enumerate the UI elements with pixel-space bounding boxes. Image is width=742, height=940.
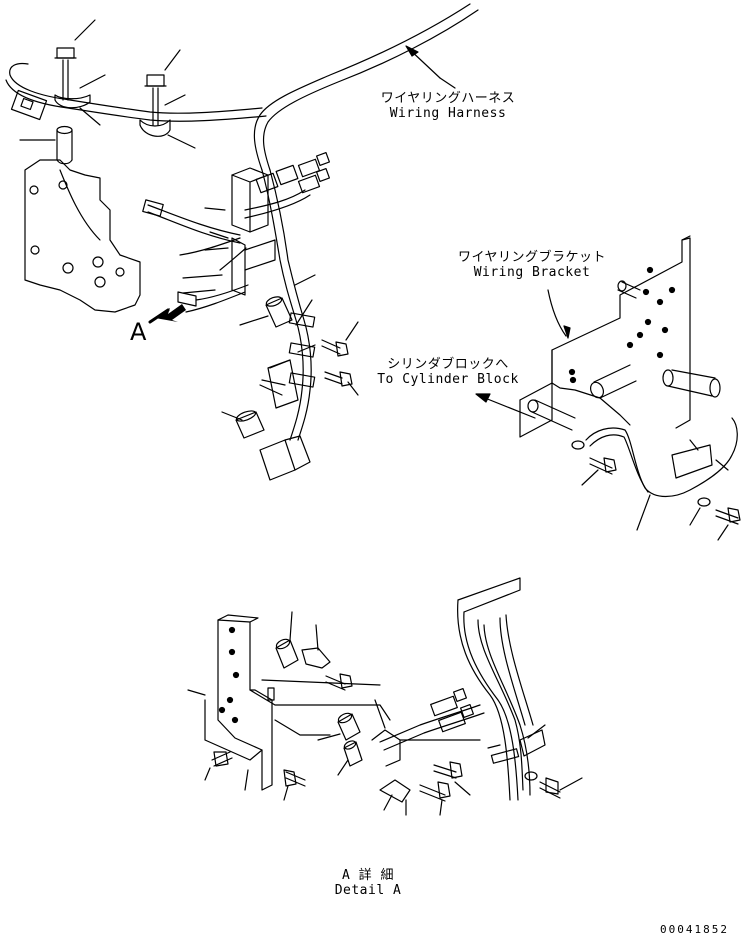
detail-a-bolts bbox=[204, 673, 583, 816]
callout-wiring-harness bbox=[405, 45, 456, 89]
harness-lower-route bbox=[259, 169, 316, 481]
bolt-right-b bbox=[636, 494, 741, 541]
clamp-bolt-middle bbox=[139, 49, 196, 149]
detail-a-leader-lines bbox=[249, 679, 481, 741]
wiring-bracket-label: ワイヤリングブラケット Wiring Bracket bbox=[448, 250, 616, 280]
detail-a-clamps bbox=[301, 624, 411, 816]
clamp-bolt-left bbox=[54, 19, 106, 126]
callout-wiring-bracket bbox=[547, 289, 571, 339]
wiring-bracket-label-en: Wiring Bracket bbox=[473, 265, 591, 280]
main-harness-route bbox=[5, 3, 479, 171]
mounting-bracket-left bbox=[24, 159, 141, 313]
cylinder-block-label-en: To Cylinder Block bbox=[377, 372, 519, 387]
spacer-middle bbox=[221, 296, 293, 439]
spacer-left bbox=[19, 125, 73, 165]
drawing-code: 00041852 bbox=[660, 923, 729, 936]
detail-a-harness bbox=[379, 577, 546, 801]
detail-a-title-jp: A 詳 細 bbox=[342, 868, 394, 883]
callout-cylinder-block bbox=[475, 393, 536, 419]
cylinder-block-label-jp: シリンダブロックへ bbox=[387, 357, 509, 372]
wiring-bracket bbox=[519, 235, 738, 498]
wiring-bracket-label-jp: ワイヤリングブラケット bbox=[457, 250, 607, 265]
wiring-harness-label-en: Wiring Harness bbox=[389, 106, 507, 121]
cylinder-block-label: シリンダブロックへ To Cylinder Block bbox=[368, 357, 528, 387]
detail-a-title: A 詳 細 Detail A bbox=[318, 868, 418, 898]
bolt-right-a bbox=[571, 440, 617, 486]
detail-a-title-en: Detail A bbox=[334, 883, 402, 898]
detail-a-spacers bbox=[275, 611, 363, 776]
wiring-harness-label: ワイヤリングハーネス Wiring Harness bbox=[368, 91, 528, 121]
view-arrow-a bbox=[148, 304, 186, 324]
connector-cluster bbox=[142, 151, 331, 313]
wiring-harness-label-jp: ワイヤリングハーネス bbox=[380, 91, 516, 106]
view-arrow-letter: A bbox=[130, 318, 147, 346]
bolt-middle bbox=[321, 321, 359, 396]
detail-a-plate bbox=[187, 614, 275, 791]
